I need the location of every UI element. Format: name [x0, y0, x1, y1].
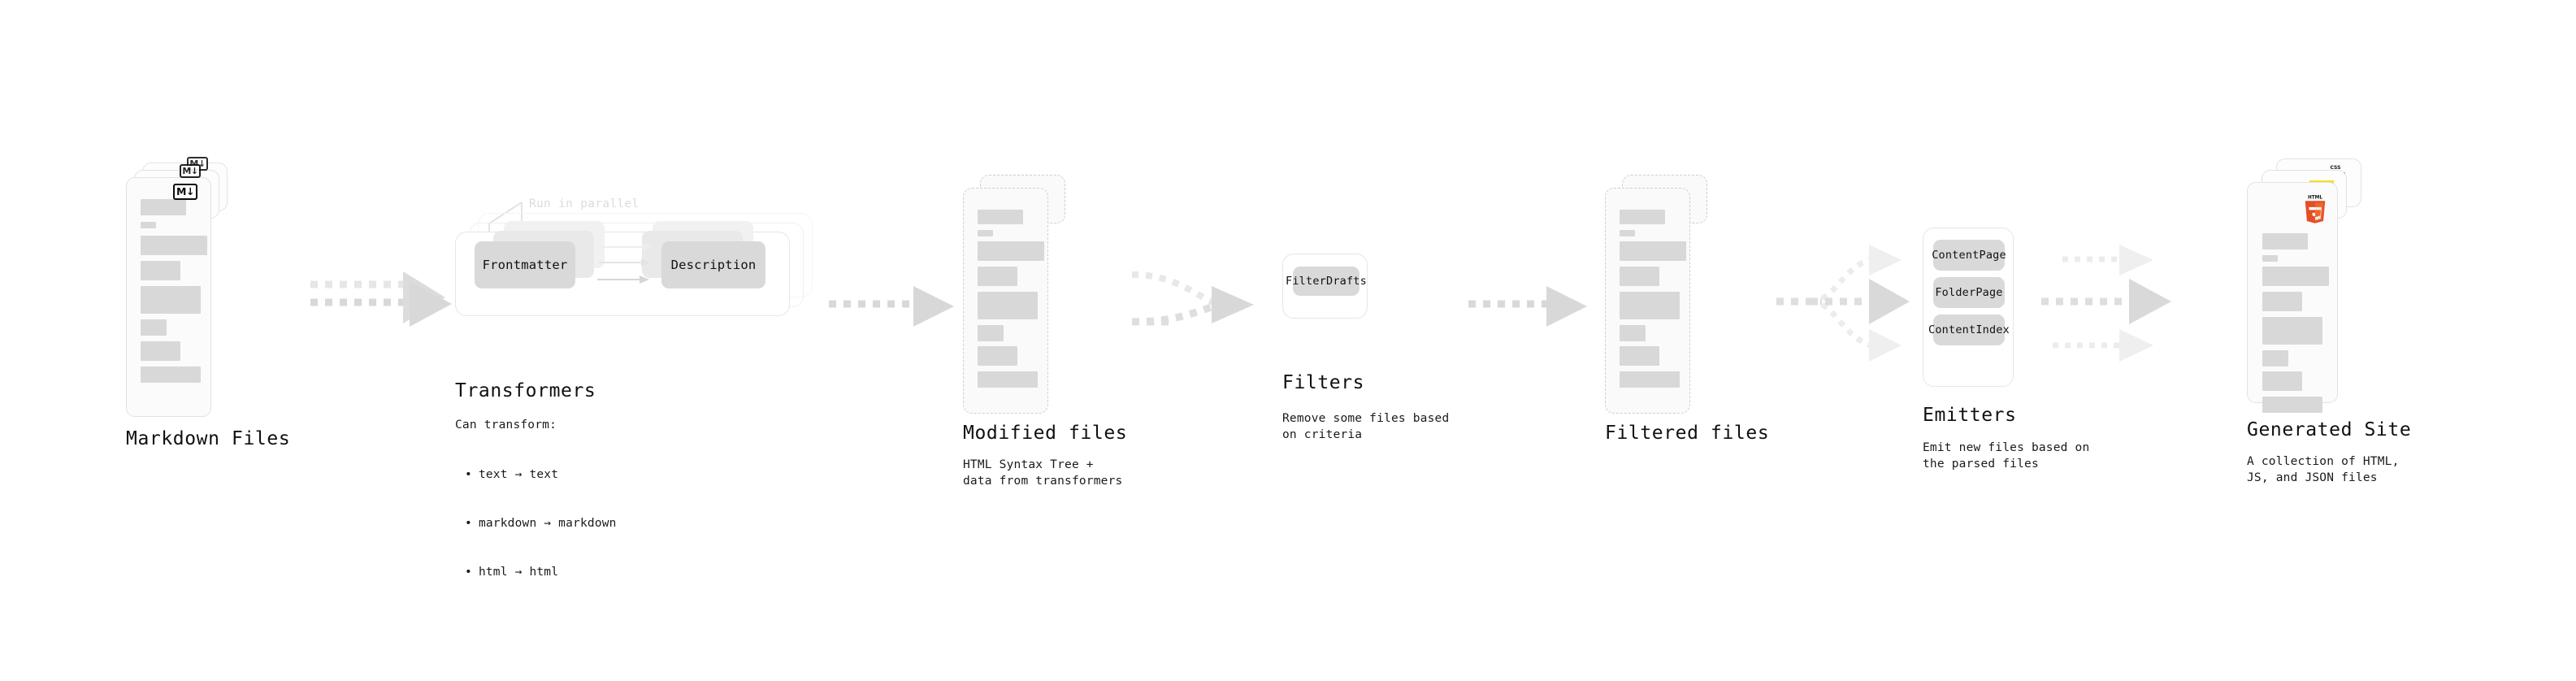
skeleton-bar [1620, 241, 1686, 261]
modified-files-desc: HTML Syntax Tree + data from transformer… [963, 458, 1123, 488]
site-card-front: HTML [2247, 182, 2338, 413]
skeleton-bar [2262, 267, 2329, 286]
skeleton-bar [2262, 317, 2322, 345]
skeleton-bar [141, 261, 180, 280]
connector-filtered-to-emitters [1776, 245, 1910, 362]
skeleton-bar [1620, 325, 1646, 341]
skeleton-bar [1620, 210, 1665, 224]
skeleton-bar [1620, 267, 1659, 286]
filters-desc: Remove some files based on criteria [1282, 412, 1450, 441]
filter-node-filterdrafts[interactable]: FilterDrafts [1286, 267, 1367, 296]
skeleton-bar [141, 236, 207, 255]
emitter-node-contentindex[interactable]: ContentIndex [1928, 314, 2010, 345]
modified-card-front [963, 188, 1048, 414]
transformers-bullet: markdown → markdown [465, 515, 617, 531]
run-in-parallel-label: Run in parallel [529, 197, 640, 210]
css-badge-label: CSS [2330, 165, 2341, 171]
transformer-node-label: Description [670, 258, 757, 272]
modified-files-title: Modified files [963, 423, 1128, 444]
transformers-bullet: text → text [465, 466, 617, 483]
connector-transformers-to-modified [829, 286, 954, 327]
html5-icon: HTML [2305, 195, 2326, 223]
skeleton-bar [1620, 230, 1635, 236]
markdown-badge: M↓ [173, 184, 197, 200]
skeleton-bar [2262, 397, 2322, 413]
svg-text:HTML: HTML [2308, 195, 2322, 200]
skeleton-bar [2262, 350, 2288, 367]
emitter-node-label: FolderPage [1935, 286, 2003, 299]
generated-site-desc: A collection of HTML, JS, and JSON files [2247, 455, 2400, 484]
markdown-card-front [126, 177, 211, 417]
skeleton-bar [141, 199, 186, 215]
connector-md-to-transformers [310, 271, 452, 327]
transformers-bullet: html → html [465, 564, 617, 580]
transformers-title: Transformers [455, 380, 596, 401]
transformer-inner-arrows [597, 243, 653, 284]
skeleton-bar [978, 371, 1038, 388]
emitter-node-contentpage[interactable]: ContentPage [1932, 240, 2006, 271]
generated-site-title: Generated Site [2247, 419, 2412, 440]
markdown-badge-mid: M↓ [180, 164, 201, 178]
skeleton-bar [978, 210, 1023, 224]
transformer-node-label: Frontmatter [482, 258, 568, 272]
skeleton-bar [2262, 233, 2308, 249]
emitters-desc: Emit new files based on the parsed files [1923, 441, 2090, 471]
skeleton-bar [141, 341, 180, 361]
connector-filters-to-filtered [1468, 286, 1587, 327]
skeleton-bar [978, 292, 1038, 319]
transformers-desc: Can transform: [455, 419, 557, 432]
markdown-files-title: Markdown Files [126, 428, 291, 449]
emitter-node-folderpage[interactable]: FolderPage [1933, 277, 2005, 308]
connector-modified-to-filters [1131, 271, 1254, 326]
transformer-node-frontmatter[interactable]: Frontmatter [475, 241, 575, 288]
skeleton-bar [141, 367, 201, 383]
skeleton-bar [141, 222, 156, 228]
skeleton-bar [1620, 292, 1680, 319]
filters-group: FilterDrafts [1282, 254, 1368, 319]
skeleton-bar [978, 267, 1017, 286]
skeleton-bar [1620, 346, 1659, 366]
filtered-card-front [1605, 188, 1690, 414]
skeleton-bar [2262, 292, 2302, 311]
emitter-node-label: ContentIndex [1928, 323, 2010, 336]
skeleton-bar [978, 230, 993, 236]
filters-title: Filters [1282, 372, 1365, 393]
skeleton-bar [1620, 371, 1680, 388]
skeleton-bar [978, 241, 1044, 261]
connector-emitters-to-site [2041, 245, 2171, 362]
skeleton-bar [978, 325, 1004, 341]
skeleton-bar [2262, 371, 2302, 391]
emitters-group: ContentPage FolderPage ContentIndex [1923, 228, 2014, 387]
skeleton-bar [2262, 255, 2278, 262]
skeleton-bar [141, 286, 201, 314]
skeleton-bar [978, 346, 1017, 366]
emitter-node-label: ContentPage [1932, 249, 2006, 262]
filter-node-label: FilterDrafts [1286, 275, 1367, 288]
filtered-files-title: Filtered files [1605, 423, 1770, 444]
emitters-title: Emitters [1923, 405, 2017, 426]
transformer-node-description[interactable]: Description [661, 241, 765, 288]
skeleton-bar [141, 319, 167, 336]
transformers-bullets: text → text markdown → markdown html → h… [465, 434, 617, 613]
